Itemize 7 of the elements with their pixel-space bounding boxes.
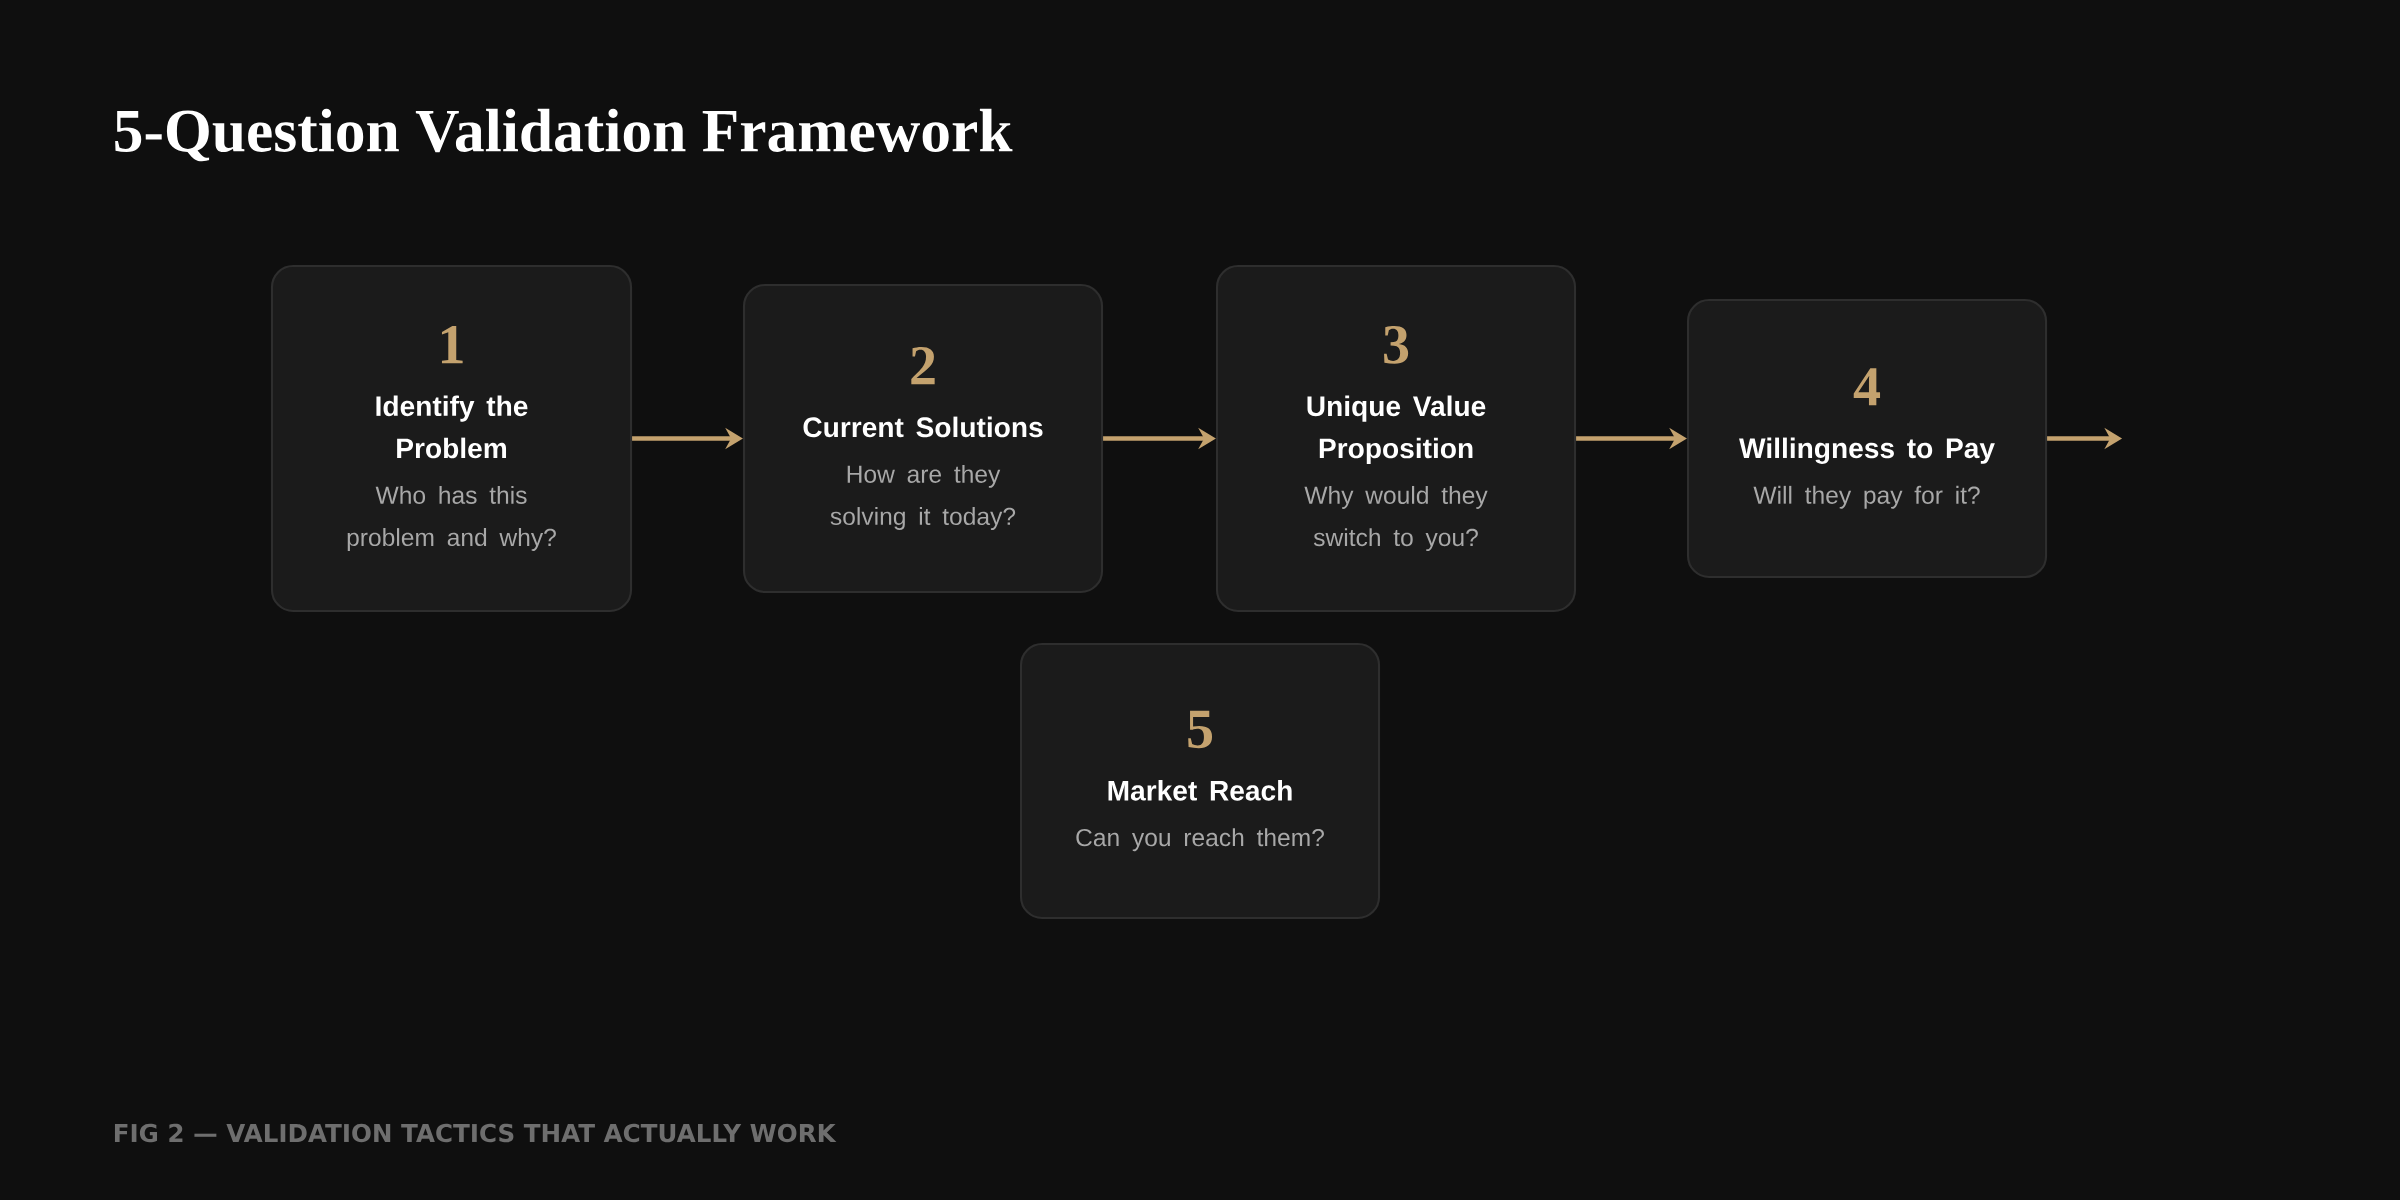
title: 5-Question Validation Framework — [115, 108, 1013, 162]
step-card: 5 Market Reach Can you reach them? — [1019, 642, 1381, 920]
step-card: 2 Current Solutions How are they solving it today? — [742, 283, 1104, 594]
step-card: 4 Willingness to Pay Will they pay for it? — [1686, 298, 2048, 579]
step-card: 3 Unique Value Proposition Why would they switch to you? — [1215, 264, 1577, 613]
caption: FIG 2 — VALIDATION TACTICS THAT ACTUALLY WORK — [114, 1123, 837, 1143]
step-card: 1 Identify the Problem Who has this problem and why? — [270, 264, 633, 613]
